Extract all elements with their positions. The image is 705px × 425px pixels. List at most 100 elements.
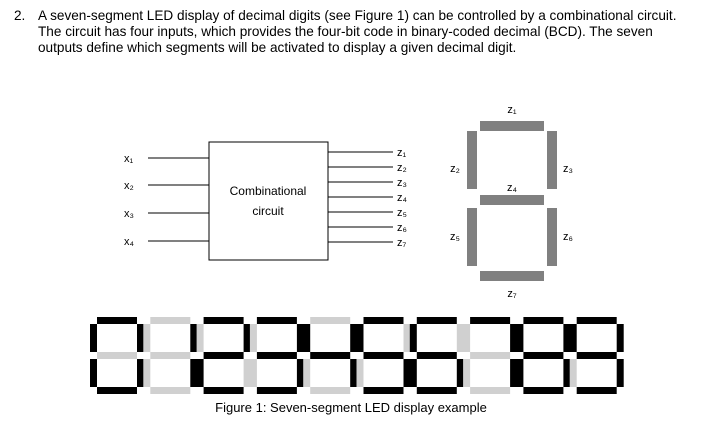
digit-segment-lower-right [616, 359, 624, 387]
digit-segment-bottom [203, 387, 244, 394]
digit-segment-upper-right [510, 324, 518, 352]
digit-segment-lower-left [90, 359, 97, 387]
output-label: z₅ [397, 207, 407, 219]
digit-segment-middle [97, 352, 137, 359]
segment-label-top: z₁ [507, 104, 517, 116]
digit-segment-bottom [416, 387, 457, 394]
digit-segment-top [97, 317, 137, 324]
segment-lower-right [547, 208, 557, 266]
digit-segment-lower-right [350, 359, 358, 387]
digit-segment-upper-right [403, 324, 411, 352]
digit-7 [463, 317, 518, 394]
digit-segment-lower-right [190, 359, 198, 387]
segment-label-lower-right: z₆ [563, 231, 573, 243]
digit-segment-top [310, 317, 351, 324]
digit-segment-top [576, 317, 617, 324]
digit-segment-lower-left [516, 359, 524, 387]
digit-9 [569, 317, 624, 394]
digit-segment-bottom [470, 387, 511, 394]
digit-8 [516, 317, 571, 394]
input-label: x₂ [124, 180, 134, 192]
digit-segment-top [203, 317, 244, 324]
digit-segment-lower-left [356, 359, 364, 387]
digit-segment-middle [363, 352, 404, 359]
digit-segment-upper-left [249, 324, 257, 352]
digit-segment-bottom [363, 387, 404, 394]
segment-upper-right [547, 131, 557, 189]
digit-segment-upper-left [463, 324, 471, 352]
question-text: A seven-segment LED display of decimal d… [38, 8, 677, 55]
digit-segment-top [150, 317, 191, 324]
digit-segment-middle [150, 352, 191, 359]
output-label: z₆ [397, 222, 407, 234]
segment-upper-left [467, 131, 477, 189]
digit-segment-upper-left [90, 324, 97, 352]
digit-3 [249, 317, 304, 394]
digit-segment-upper-right [616, 324, 624, 352]
input-label: x₄ [124, 236, 135, 248]
digit-segment-upper-right [137, 324, 144, 352]
output-label: z₁ [397, 147, 407, 159]
input-lines [148, 157, 209, 242]
digit-segment-upper-right [350, 324, 358, 352]
digit-4 [303, 317, 358, 394]
segment-label-upper-left: z₂ [450, 163, 460, 175]
digit-segment-upper-right [190, 324, 198, 352]
digit-segment-lower-left [196, 359, 204, 387]
seven-segment-display [467, 121, 557, 281]
digit-segment-upper-left [196, 324, 204, 352]
digit-2 [196, 317, 251, 394]
digit-row [90, 317, 624, 394]
digit-1 [143, 317, 198, 394]
digit-0 [90, 317, 144, 394]
digit-segment-lower-left [409, 359, 417, 387]
digit-segment-bottom [523, 387, 564, 394]
segment-label-upper-right: z₃ [563, 163, 573, 175]
question-number: 2. [14, 8, 26, 23]
digit-segment-lower-right [137, 359, 144, 387]
digit-segment-upper-left [356, 324, 364, 352]
circuit-box [208, 141, 329, 261]
digit-segment-middle [416, 352, 457, 359]
digit-segment-bottom [97, 387, 137, 394]
segment-label-lower-left: z₅ [450, 231, 460, 243]
digit-segment-lower-right [296, 359, 304, 387]
output-label: z₄ [397, 192, 408, 204]
digit-segment-bottom [576, 387, 617, 394]
digit-segment-middle [576, 352, 617, 359]
output-label: z₂ [397, 162, 407, 174]
digit-segment-upper-left [516, 324, 524, 352]
output-lines [328, 151, 393, 243]
digit-5 [356, 317, 411, 394]
output-label: z₃ [397, 177, 407, 189]
digit-segment-top [256, 317, 297, 324]
digit-segment-lower-left [143, 359, 151, 387]
digit-segment-upper-right [456, 324, 464, 352]
digit-segment-bottom [256, 387, 297, 394]
digit-segment-middle [256, 352, 297, 359]
digit-segment-bottom [310, 387, 351, 394]
figure-caption: Figure 1: Seven-segment LED display exam… [215, 400, 487, 415]
digit-segment-upper-left [569, 324, 577, 352]
input-label: x₁ [124, 153, 134, 165]
digit-segment-middle [310, 352, 351, 359]
segment-top [480, 121, 544, 131]
digit-segment-top [416, 317, 457, 324]
digit-segment-upper-left [303, 324, 311, 352]
segment-middle [480, 195, 544, 205]
segment-bottom [480, 271, 544, 281]
digit-6 [409, 317, 464, 394]
digit-segment-bottom [150, 387, 191, 394]
segment-lower-left [467, 208, 477, 266]
digit-segment-lower-right [510, 359, 518, 387]
circuit-label-line2: circuit [252, 204, 284, 218]
digit-segment-top [523, 317, 564, 324]
digit-segment-upper-left [409, 324, 417, 352]
digit-segment-top [363, 317, 404, 324]
segment-label-middle: z₄ [507, 182, 518, 194]
digit-segment-middle [470, 352, 511, 359]
digit-segment-lower-left [463, 359, 471, 387]
digit-segment-lower-right [456, 359, 464, 387]
digit-segment-upper-right [563, 324, 571, 352]
input-label: x₃ [124, 208, 134, 220]
